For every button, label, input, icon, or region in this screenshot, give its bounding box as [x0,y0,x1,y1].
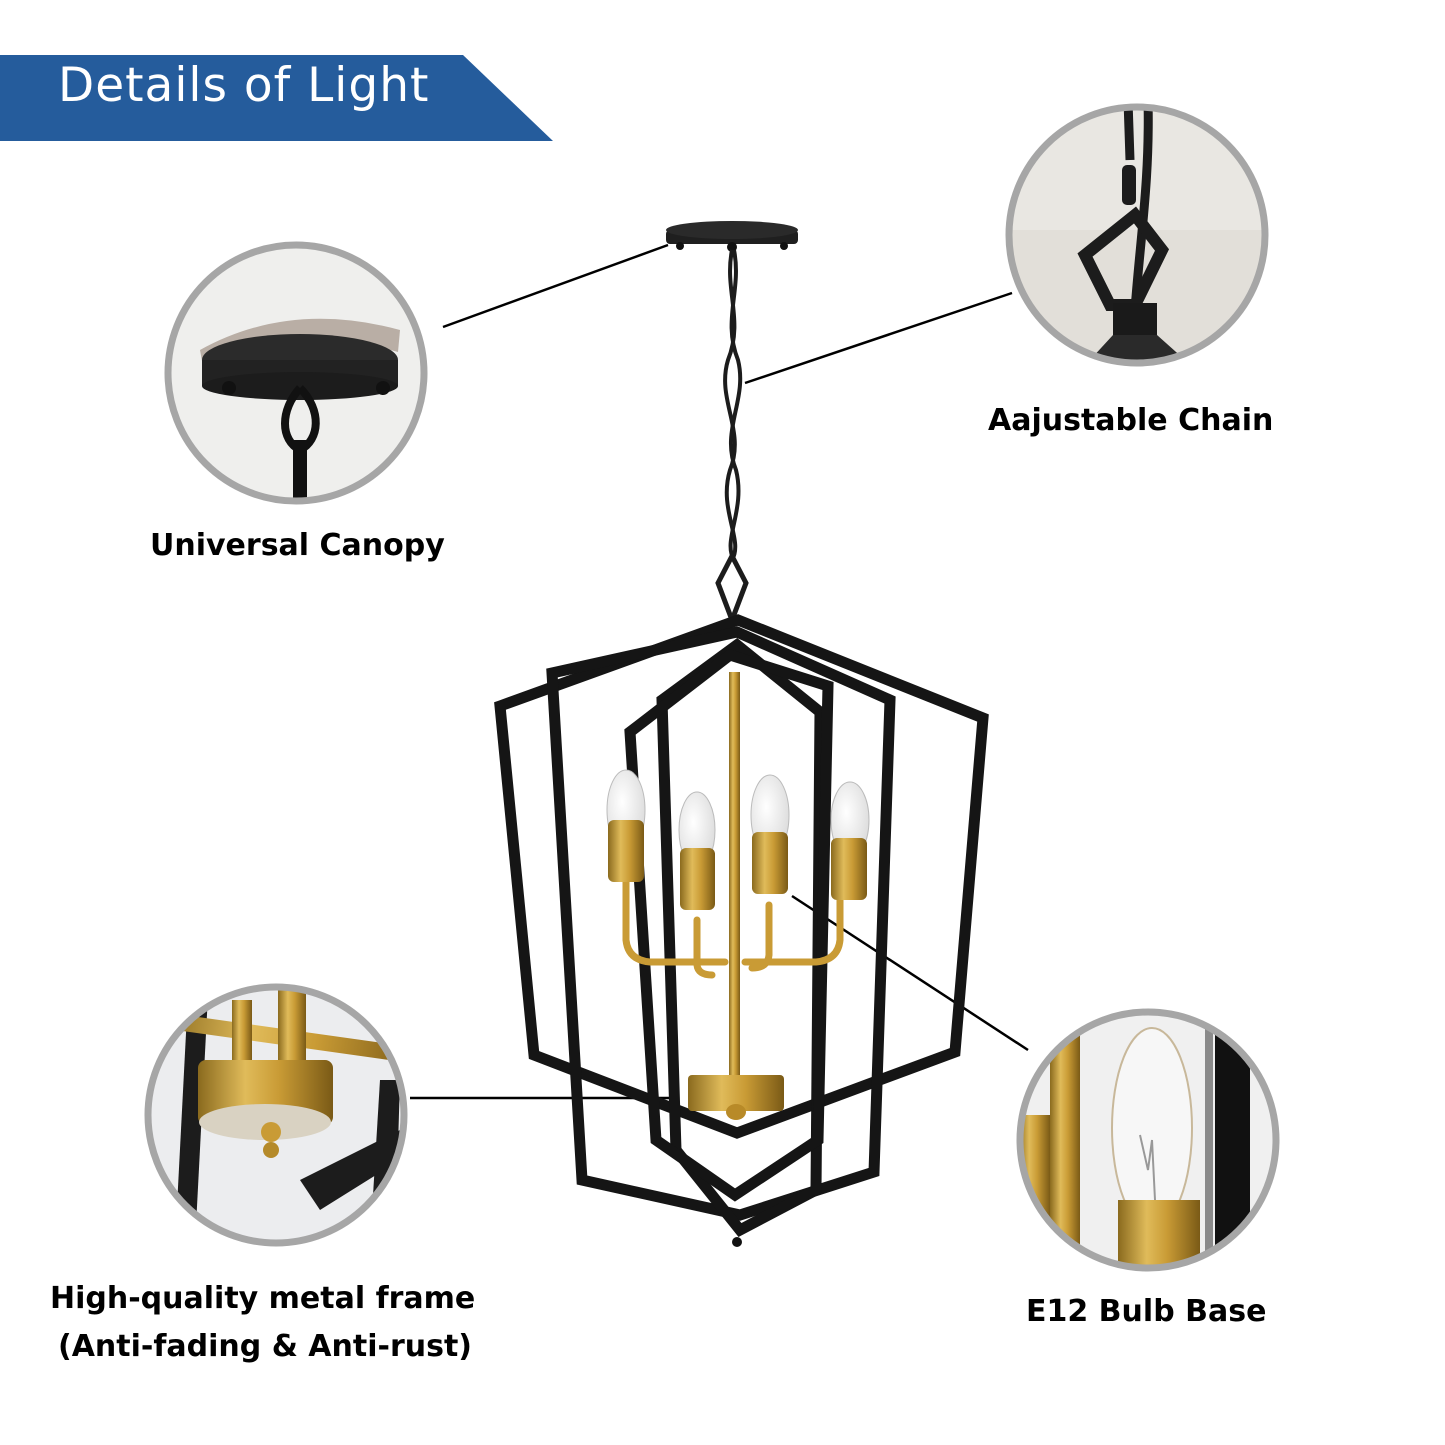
bulb-detail-circle [1016,1008,1280,1272]
callout-label-universal-canopy: Universal Canopy [150,528,445,563]
chain-detail-circle [1005,103,1269,367]
chain-icon [723,249,743,562]
frame-detail-circle [144,983,408,1247]
header-banner [0,55,553,141]
bottom-finial [732,1237,742,1247]
callout-label-adjustable-chain: Aajustable Chain [988,403,1274,438]
bulbs [606,769,870,910]
leader-lines [410,243,1029,1100]
canopy-icon [666,221,798,252]
banner-shape [0,55,553,141]
callout-label-metal-frame-sub: (Anti-fading & Anti-rust) [58,1329,473,1364]
candle-arms [622,876,844,979]
center-rod [729,672,740,1082]
base-cup [688,1075,784,1120]
callout-label-metal-frame: High-quality metal frame [50,1281,476,1316]
callout-label-e12-bulb-base: E12 Bulb Base [1026,1294,1267,1329]
page-title: Details of Light [58,58,430,113]
canopy-detail-circle [164,241,428,505]
lantern-frame [494,614,989,1237]
